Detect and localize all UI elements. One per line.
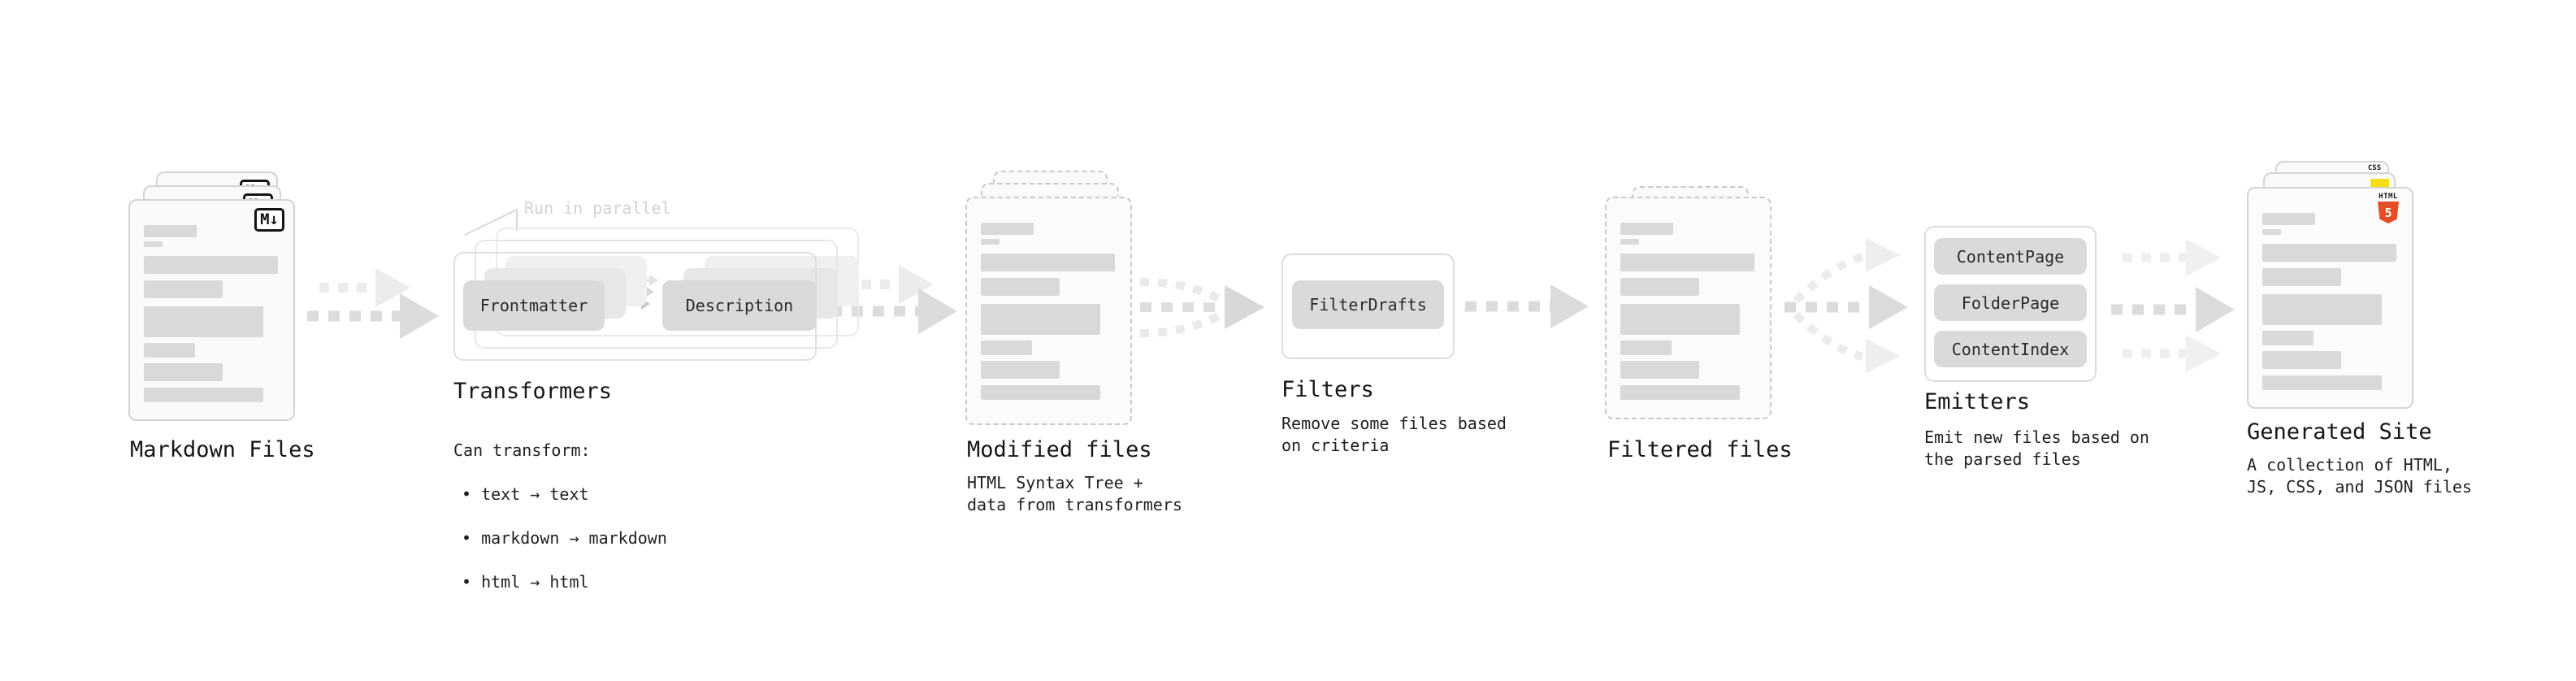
text-line-placeholder (981, 254, 1115, 271)
text-line-placeholder (144, 225, 197, 237)
html5-icon-word: HTML (2379, 193, 2398, 201)
stage-label-markdown-files: Markdown Files (130, 437, 315, 462)
text-line-placeholder (2262, 229, 2281, 235)
text-line-placeholder (981, 385, 1100, 400)
stage-title-filters: Filters (1281, 377, 1374, 402)
text-line-placeholder (2262, 244, 2396, 262)
generated-site-description: A collection of HTML, JS, CSS, and JSON … (2247, 455, 2472, 497)
emitter-node-contentindex: ContentIndex (1934, 331, 2087, 367)
text-line-placeholder (144, 306, 263, 337)
text-line-placeholder (981, 239, 1000, 245)
filtered-file-card (1605, 197, 1772, 419)
text-line-placeholder (1620, 278, 1699, 296)
site-file-card-html: HTML 5 (2247, 187, 2413, 409)
arrow-modified-to-filters (1139, 278, 1264, 337)
arrow-filtered-to-emitters (1785, 238, 1908, 373)
text-line-placeholder (144, 363, 223, 381)
modified-file-card (965, 197, 1132, 425)
text-line-placeholder (2262, 331, 2314, 345)
emitter-node-folderpage: FolderPage (1934, 284, 2087, 321)
text-line-placeholder (1620, 340, 1672, 355)
run-in-parallel-annotation: Run in parallel (524, 198, 671, 218)
arrows-emitters-to-site (2111, 239, 2235, 372)
text-line-placeholder (1620, 385, 1740, 400)
stage-title-emitters: Emitters (1924, 389, 2031, 414)
text-line-placeholder (981, 304, 1100, 335)
text-line-placeholder (144, 241, 163, 247)
stage-title-transformers: Transformers (453, 379, 613, 404)
emitters-description: Emit new files based on the parsed files (1924, 427, 2149, 469)
text-line-placeholder (144, 388, 263, 402)
transform-bullet: • markdown → markdown (462, 528, 667, 548)
text-line-placeholder (2262, 375, 2382, 390)
markdown-file-card: M↓ (128, 199, 295, 421)
text-line-placeholder (1620, 304, 1740, 335)
transformer-node-description: Description (662, 280, 817, 331)
text-line-placeholder (144, 343, 195, 358)
transformers-description: Can transform: • text → text • markdown … (453, 418, 667, 615)
css-icon-label: CSS (2367, 164, 2382, 172)
text-line-placeholder (2262, 268, 2341, 286)
stage-label-filtered-files: Filtered files (1607, 437, 1793, 462)
transformer-layer-front: Frontmatter Description (453, 252, 817, 361)
arrow-filters-to-filtered (1465, 284, 1589, 328)
text-line-placeholder (981, 278, 1060, 296)
filter-node-filterdrafts: FilterDrafts (1292, 280, 1444, 329)
transformers-desc-heading: Can transform: (453, 440, 591, 460)
transform-bullet: • html → html (462, 572, 589, 592)
text-line-placeholder (1620, 223, 1673, 235)
text-line-placeholder (144, 256, 278, 274)
html5-icon: HTML 5 (2376, 193, 2400, 223)
text-line-placeholder (981, 223, 1034, 235)
html5-icon-shield: 5 (2378, 202, 2399, 223)
arrow-markdown-to-transformers (307, 268, 439, 339)
text-line-placeholder (2262, 351, 2341, 369)
emitter-node-contentpage: ContentPage (1934, 238, 2087, 275)
modified-files-description: HTML Syntax Tree + data from transformer… (967, 473, 1182, 514)
text-line-placeholder (2262, 213, 2315, 225)
stage-label-generated-site: Generated Site (2247, 419, 2432, 445)
transform-bullet: • text → text (462, 484, 589, 504)
text-line-placeholder (1620, 239, 1639, 245)
text-line-placeholder (981, 361, 1060, 379)
text-line-placeholder (2262, 294, 2382, 325)
text-line-placeholder (144, 280, 223, 298)
markdown-icon: M↓ (254, 208, 284, 232)
transformer-node-frontmatter: Frontmatter (463, 280, 605, 331)
text-line-placeholder (1620, 254, 1754, 271)
text-line-placeholder (1620, 361, 1699, 379)
html5-icon-number: 5 (2384, 205, 2392, 220)
stage-label-modified-files: Modified files (967, 437, 1152, 462)
text-line-placeholder (981, 340, 1032, 355)
filters-description: Remove some files based on criteria (1281, 414, 1507, 455)
